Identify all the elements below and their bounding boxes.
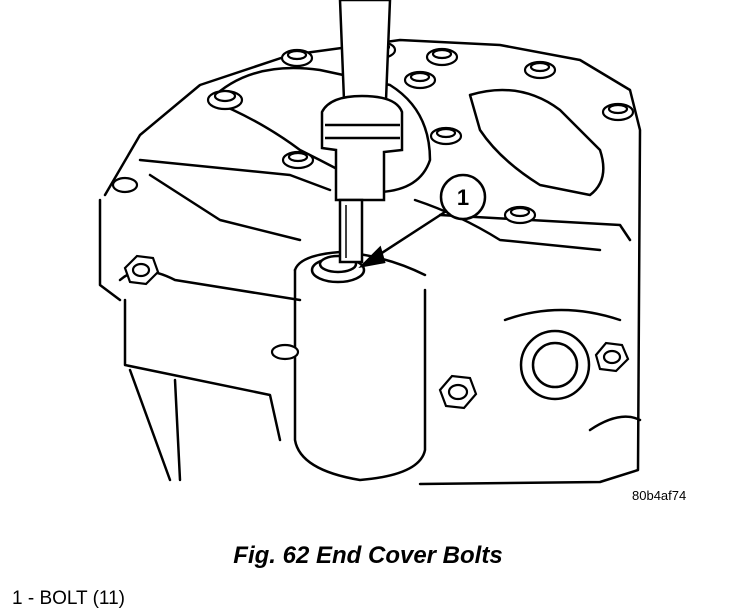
end-cover-illustration: 1 bbox=[98, 0, 642, 486]
legend-item: 1 - BOLT (11) bbox=[12, 588, 125, 609]
figure-caption: Fig. 62 End Cover Bolts bbox=[233, 542, 503, 569]
bolt-head bbox=[601, 102, 635, 122]
bolt-head bbox=[280, 48, 314, 68]
bolt-head bbox=[123, 254, 160, 286]
socket-wrench-tool bbox=[320, 0, 404, 264]
image-id: 80b4af74 bbox=[632, 488, 687, 503]
bolt-head bbox=[594, 341, 630, 373]
end-cover-housing bbox=[103, 38, 642, 486]
bolt-head bbox=[425, 47, 459, 67]
bolt-head bbox=[429, 126, 463, 146]
bolt-head bbox=[206, 89, 244, 111]
bolt-head bbox=[270, 343, 300, 361]
bolt-head bbox=[281, 150, 315, 170]
callout-leader bbox=[358, 208, 449, 268]
bolt-boss bbox=[293, 268, 427, 482]
callout-bubble: 1 bbox=[439, 173, 487, 221]
bolt-head bbox=[503, 205, 537, 225]
bolt-head bbox=[403, 70, 437, 90]
callout-number: 1 bbox=[457, 185, 469, 210]
bolt-head bbox=[438, 374, 478, 410]
cover-bolts bbox=[111, 40, 635, 410]
bolt-head bbox=[111, 176, 139, 194]
bolt-head bbox=[523, 60, 557, 80]
